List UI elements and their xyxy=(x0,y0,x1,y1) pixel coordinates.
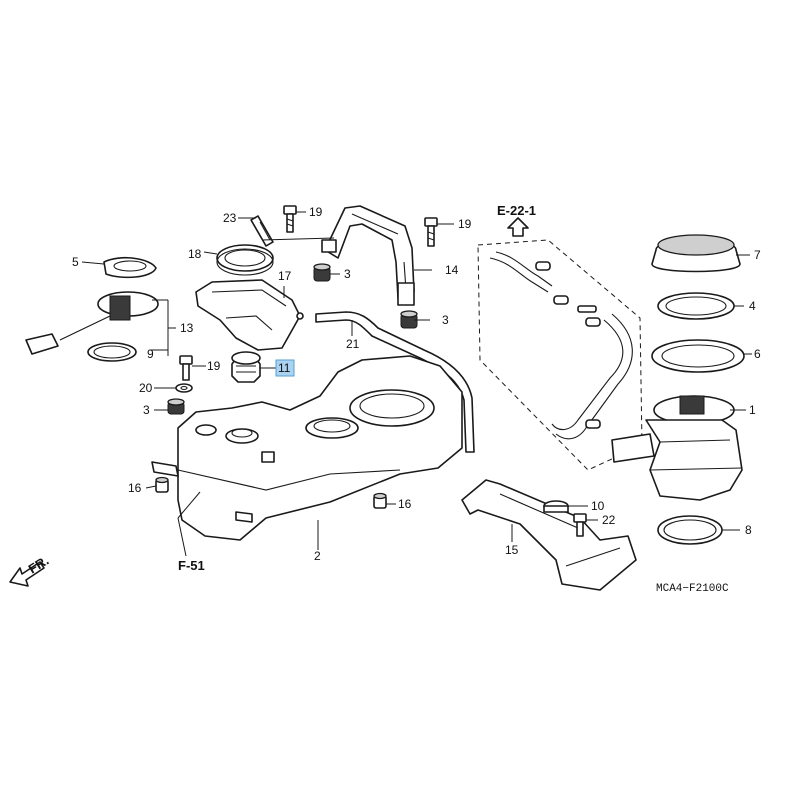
o-ring-9 xyxy=(87,342,137,362)
o-ring-8 xyxy=(657,515,723,545)
gasket-6 xyxy=(651,339,745,373)
callout-23: 23 xyxy=(223,211,237,225)
callout-9: 9 xyxy=(147,347,154,361)
strap-clip-icon xyxy=(321,239,337,253)
callout-3: 3 xyxy=(442,313,449,327)
callout-2: 2 xyxy=(314,549,321,563)
strap-clip-icon xyxy=(397,282,415,306)
tank-cover-17 xyxy=(195,279,304,351)
callout-16: 16 xyxy=(398,497,412,511)
leader-lines xyxy=(81,211,752,557)
bolt-19-right xyxy=(424,217,438,247)
front-arrow-icon xyxy=(9,561,45,587)
pump-cover-7 xyxy=(651,234,741,273)
vent-hose-assembly xyxy=(489,251,633,440)
callout-4: 4 xyxy=(749,299,756,313)
callout-10: 10 xyxy=(591,499,605,513)
callout-3: 3 xyxy=(344,267,351,281)
callout-17: 17 xyxy=(278,269,292,283)
callout-5: 5 xyxy=(72,255,79,269)
connector-icon xyxy=(611,433,655,463)
bracket-bolt-23 xyxy=(250,215,274,247)
callout-15: 15 xyxy=(505,543,519,557)
callout-6: 6 xyxy=(754,347,761,361)
float-arm-icon xyxy=(25,333,59,355)
grommet-16-left xyxy=(155,476,169,493)
lock-ring-4 xyxy=(657,292,735,320)
callout-19: 19 xyxy=(309,205,323,219)
callout-11[interactable]: 11 xyxy=(278,361,291,375)
callout-19: 19 xyxy=(207,359,221,373)
grommet-16-right xyxy=(373,492,387,509)
callout-18: 18 xyxy=(188,247,202,261)
filler-hose-21 xyxy=(315,311,475,453)
callout-21: 21 xyxy=(346,337,360,351)
callout-22: 22 xyxy=(602,513,616,527)
reference-f51[interactable]: F-51 xyxy=(178,558,205,573)
hose-clamp-icon xyxy=(553,295,569,305)
callout-16: 16 xyxy=(128,481,142,495)
hose-clamp-icon xyxy=(585,419,601,429)
callout-3: 3 xyxy=(143,403,150,417)
lock-ring-18 xyxy=(216,244,274,276)
hose-clamp-icon xyxy=(585,317,601,327)
bolt-22 xyxy=(573,513,587,537)
hose-joint-icon xyxy=(577,305,597,313)
rubber-mount-3-mid xyxy=(400,310,418,329)
callout-20: 20 xyxy=(139,381,153,395)
fuel-pump-module-1 xyxy=(611,395,743,501)
callout-labels: 1 2 3 3 3 4 5 6 7 8 9 10 11 13 14 15 16 … xyxy=(72,205,761,563)
callout-14: 14 xyxy=(445,263,459,277)
bolt-19-top xyxy=(283,205,297,233)
tank-mount-flange xyxy=(151,461,179,477)
callout-7: 7 xyxy=(754,248,761,262)
bolt-19-left xyxy=(179,355,193,381)
cap-10 xyxy=(543,500,569,513)
tank-mount-flange xyxy=(235,511,253,523)
up-arrow-icon xyxy=(507,217,529,237)
callout-13: 13 xyxy=(180,321,194,335)
rubber-mount-3-left xyxy=(167,398,185,415)
hose-clamp-icon xyxy=(535,261,551,271)
callout-highlight xyxy=(275,359,295,377)
callout-1: 1 xyxy=(749,403,756,417)
diagram-code: MCA4−F2100C xyxy=(656,583,729,595)
fuel-tank xyxy=(151,355,463,541)
rubber-mount-3-top xyxy=(313,263,331,282)
vent-hose-reference-box xyxy=(477,239,643,471)
tank-strap xyxy=(321,205,415,306)
washer-20 xyxy=(175,383,193,393)
callout-19: 19 xyxy=(458,217,472,231)
fuel-filler-cap-11[interactable] xyxy=(231,351,261,383)
seal-ring-5 xyxy=(103,256,157,279)
fuel-gauge-sender-13 xyxy=(25,291,159,355)
callout-8: 8 xyxy=(745,523,752,537)
support-bracket-15 xyxy=(461,479,637,591)
reference-e22-1[interactable]: E-22-1 xyxy=(497,203,536,218)
